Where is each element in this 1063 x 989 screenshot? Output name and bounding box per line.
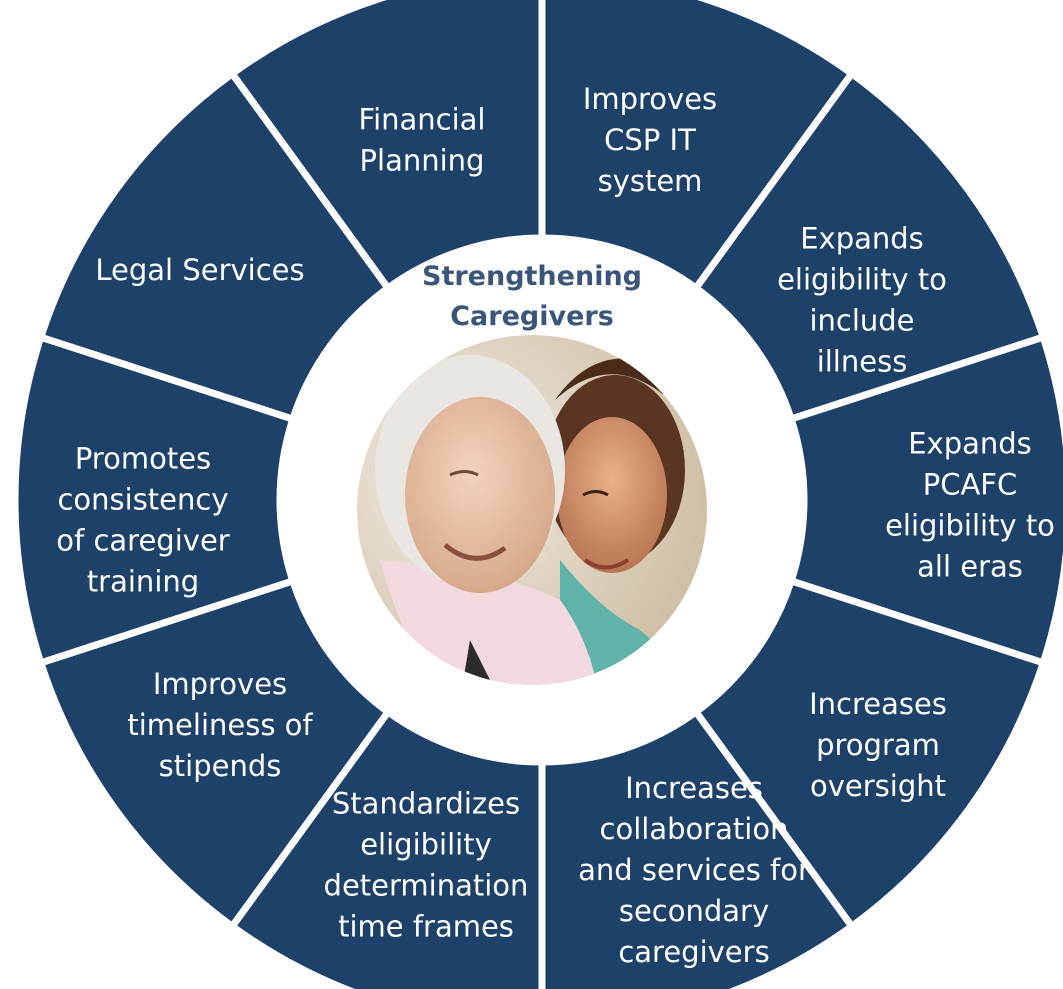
center-photo — [357, 335, 707, 685]
segment-label-line: of caregiver — [56, 524, 229, 558]
segment-9 — [36, 68, 393, 424]
segment-label-line: consistency — [57, 483, 228, 517]
segment-label-line: Expands — [908, 427, 1032, 461]
segment-label-line: all eras — [917, 550, 1023, 584]
segment-label-line: Planning — [360, 144, 485, 178]
segment-label-line: Increases — [625, 771, 763, 805]
segment-label-7: Standardizes eligibility determination time… — [324, 787, 529, 944]
segment-6 — [227, 707, 546, 989]
segment-4 — [691, 576, 1048, 932]
segment-label-line: Improves — [583, 82, 717, 116]
segment-label-line: PCAFC — [923, 468, 1018, 502]
segment-label-line: include — [809, 304, 914, 338]
segment-5 — [538, 707, 857, 989]
segment-label-line: oversight — [810, 769, 946, 803]
segment-1 — [538, 0, 857, 293]
segment-label-line: timeliness of — [127, 708, 313, 742]
segment-label-3: Expands eligibility to include illness — [777, 222, 947, 379]
segment-label-line: Legal Services — [95, 253, 304, 287]
segment-label-line: Expands — [800, 222, 924, 256]
segment-label-line: Standardizes — [332, 787, 520, 821]
segment-label-line: system — [598, 164, 703, 198]
center-title-line: Strengthening — [422, 261, 642, 292]
segment-label-line: caregivers — [618, 935, 769, 969]
segment-label-10: Legal Services — [95, 253, 304, 287]
segment-label-line: eligibility to — [777, 263, 947, 297]
segment-2 — [691, 68, 1048, 424]
segment-label-6: Increases collaboration and services for se… — [578, 771, 810, 969]
segment-label-line: Financial — [359, 103, 486, 137]
segment-label-line: eligibility to — [885, 509, 1055, 543]
segment-label-9: Promotes consistency of caregiver training — [56, 442, 229, 599]
segment-label-8: Improves timeliness of stipends — [127, 667, 313, 783]
segment-8 — [11, 332, 298, 668]
segment-label-line: determination — [324, 869, 529, 903]
segment-label-line: time frames — [338, 910, 514, 944]
segment-label-line: Improves — [153, 667, 287, 701]
segment-label-line: secondary — [619, 894, 769, 928]
segment-3 — [786, 332, 1063, 668]
segment-label-line: illness — [817, 345, 908, 379]
segment-label-line: Promotes — [75, 442, 211, 476]
segment-label-line: CSP IT — [604, 123, 696, 157]
segment-label-line: collaboration — [600, 812, 789, 846]
segment-label-line: and services for — [578, 853, 810, 887]
segment-label-line: training — [87, 565, 199, 599]
segment-10 — [227, 0, 546, 293]
center-title-line: Caregivers — [450, 301, 614, 332]
segment-label-line: Increases — [809, 687, 947, 721]
segment-label-5: Increases program oversight — [809, 687, 947, 803]
segment-label-line: stipends — [159, 749, 282, 783]
segment-label-line: eligibility — [360, 828, 492, 862]
segment-label-line: program — [816, 728, 940, 762]
segment-7 — [36, 576, 393, 932]
